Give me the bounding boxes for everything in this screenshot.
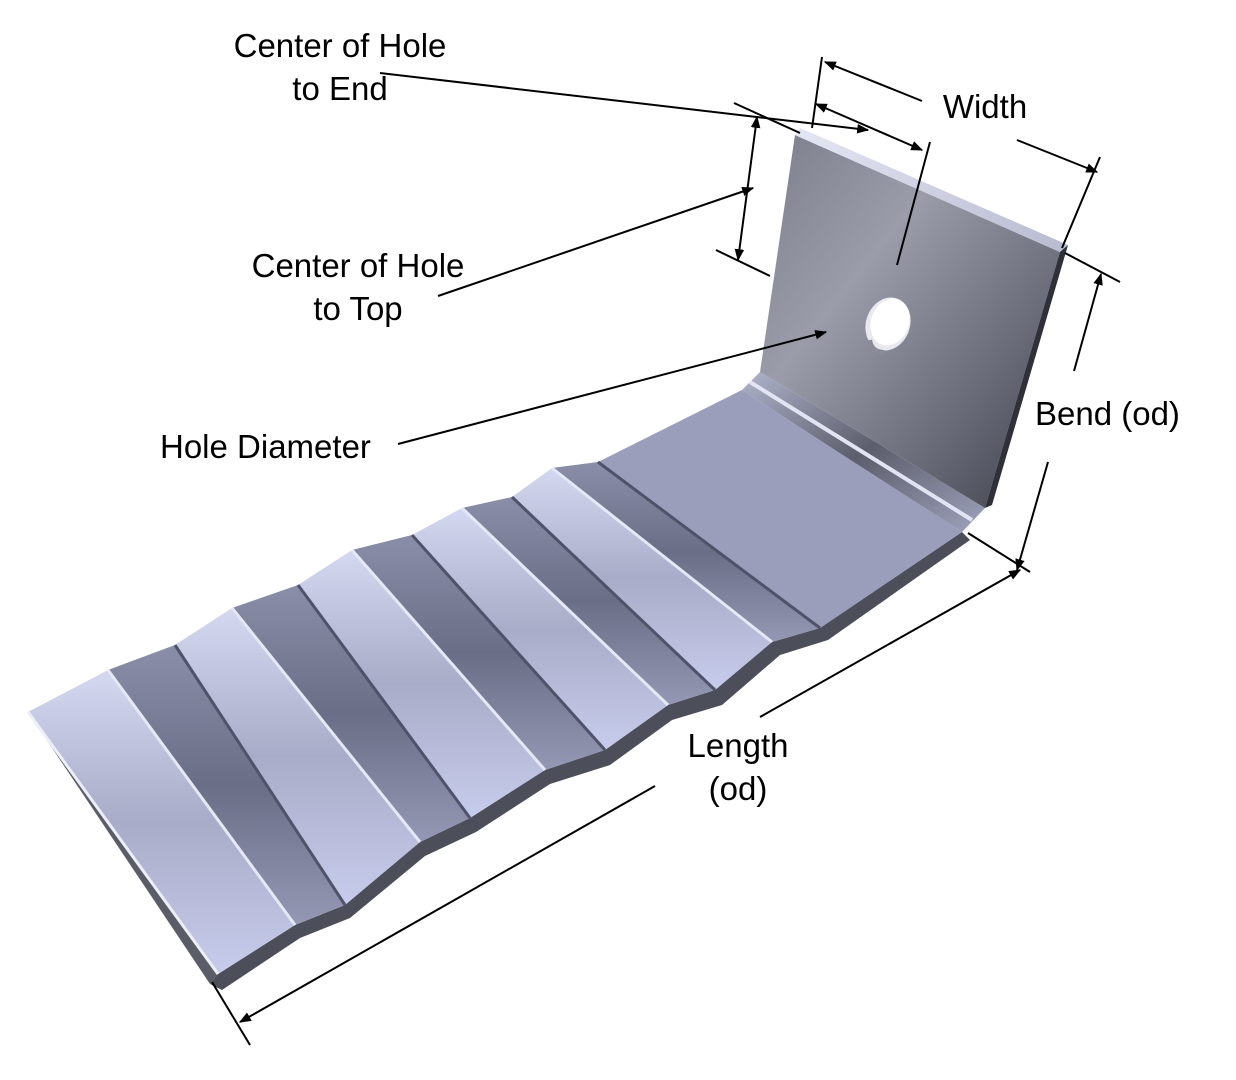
rib-face — [298, 550, 545, 818]
rib-face — [352, 535, 605, 770]
rib-face — [462, 497, 715, 705]
length-dimension — [211, 569, 1022, 1046]
rib-shadow — [410, 533, 607, 752]
bracket-upright-side-edge — [985, 245, 1068, 508]
label-length-od: Length (od) — [687, 727, 789, 807]
bracket-part — [26, 128, 1068, 990]
rib-highlight — [230, 607, 422, 843]
dimension-lines — [211, 56, 1121, 1046]
rib-shadow — [510, 495, 717, 692]
bracket-left-top-edge — [26, 711, 220, 975]
rib-shadow — [296, 584, 472, 819]
rib-face — [512, 468, 772, 690]
center-to-end-dimension — [379, 72, 931, 266]
rib-highlight — [551, 466, 773, 644]
flat-before-bend — [598, 390, 962, 628]
width-dimension — [811, 56, 1101, 249]
bend-dimension — [967, 252, 1121, 573]
rib-shadow — [173, 644, 347, 906]
label-center-of-hole-to-end: Center of Hole to End — [233, 27, 447, 107]
rib-highlight — [350, 549, 547, 771]
center-to-top-dimension — [437, 102, 801, 297]
bracket-front-edge — [210, 532, 970, 990]
mounting-hole — [865, 297, 911, 354]
hole-diameter-leader — [397, 330, 828, 445]
rib-highlight — [460, 506, 670, 707]
rib-face — [175, 608, 420, 905]
rib-face — [108, 645, 345, 925]
rib-shadow — [597, 460, 821, 630]
bracket-upright-top-edge — [795, 128, 1068, 252]
label-hole-diameter: Hole Diameter — [160, 428, 371, 465]
rib-face — [28, 670, 295, 974]
label-bend-od: Bend (od) — [1035, 395, 1180, 432]
bend-highlight — [748, 380, 974, 522]
label-width: Width — [942, 88, 1028, 125]
bracket-corrugated-base — [26, 390, 962, 975]
rib-highlight — [106, 669, 297, 926]
label-center-of-hole-to-top: Center of Hole to Top — [251, 247, 465, 327]
rib-face — [232, 585, 470, 842]
rib-face — [412, 508, 668, 750]
rib-face — [552, 462, 820, 642]
